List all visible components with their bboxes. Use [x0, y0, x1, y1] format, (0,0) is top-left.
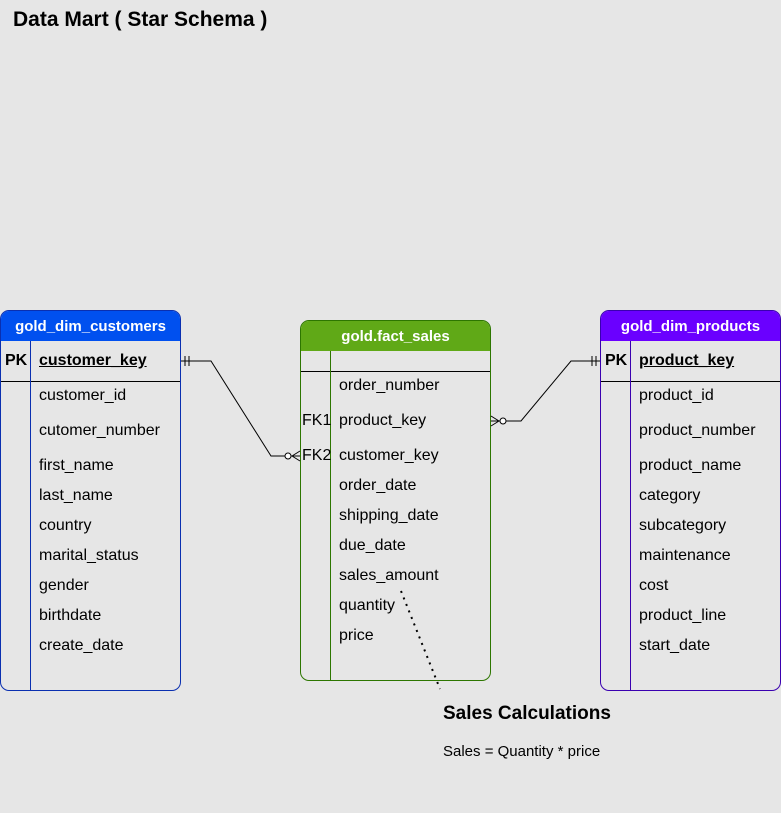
- field: marital_status: [39, 547, 139, 564]
- field: product_number: [639, 422, 756, 439]
- customers-to-fact-connector: [181, 356, 301, 462]
- field: sales_amount: [339, 567, 439, 584]
- field: birthdate: [39, 607, 102, 624]
- fk1-label: FK1: [302, 412, 332, 429]
- table-gold-fact-sales[interactable]: gold.fact_sales: [300, 320, 491, 681]
- table-gold-dim-customers[interactable]: gold_dim_customers: [0, 310, 181, 691]
- field: country: [39, 517, 92, 534]
- field: gender: [39, 577, 89, 594]
- column-divider: [630, 341, 631, 690]
- field: customer_id: [39, 387, 127, 404]
- primary-key-row: [1, 341, 180, 382]
- diagram-title: Data Mart ( Star Schema ): [13, 8, 268, 31]
- table-header: gold_dim_customers: [1, 311, 180, 341]
- customers-pk-field: customer_key: [39, 352, 147, 369]
- products-pk-label: PK: [605, 352, 628, 369]
- products-pk-field: product_key: [639, 352, 735, 369]
- field: first_name: [39, 457, 114, 474]
- field: order_number: [339, 377, 440, 394]
- field: order_date: [339, 477, 417, 494]
- table-header: gold_dim_products: [601, 311, 780, 341]
- products-to-fact-connector: [490, 356, 600, 427]
- key-row: [301, 351, 490, 372]
- customers-pk-label: PK: [5, 352, 28, 369]
- field: product_line: [639, 607, 727, 624]
- field: last_name: [39, 487, 113, 504]
- field: product_id: [639, 387, 714, 404]
- table-gold-dim-products[interactable]: gold_dim_products: [600, 310, 781, 691]
- field: maintenance: [639, 547, 731, 564]
- column-divider: [30, 341, 31, 690]
- field: shipping_date: [339, 507, 439, 524]
- field: start_date: [639, 637, 711, 654]
- field: cutomer_number: [39, 422, 160, 439]
- field: price: [339, 627, 374, 644]
- field: create_date: [39, 637, 124, 654]
- field: quantity: [339, 597, 396, 614]
- field: cost: [639, 577, 669, 594]
- note-title: Sales Calculations: [443, 703, 611, 724]
- field: product_key: [339, 412, 427, 429]
- table-header: gold.fact_sales: [301, 321, 490, 351]
- note-pointer: [400, 590, 441, 690]
- field: customer_key: [339, 447, 439, 464]
- field: due_date: [339, 537, 406, 554]
- field: subcategory: [639, 517, 727, 534]
- fk2-label: FK2: [302, 447, 332, 464]
- field: product_name: [639, 457, 742, 474]
- note-text: Sales = Quantity * price: [443, 743, 601, 760]
- primary-key-row: [601, 341, 780, 382]
- column-divider: [330, 351, 331, 680]
- field: category: [639, 487, 701, 504]
